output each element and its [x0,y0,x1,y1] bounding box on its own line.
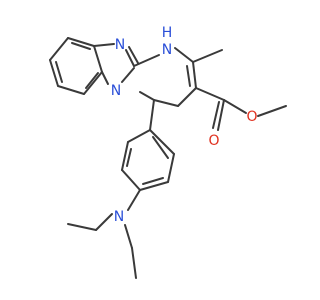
bond [192,61,197,89]
bond [212,101,220,129]
atom-o-carbonyl: O [208,133,219,149]
bond [85,72,99,89]
bond [83,71,103,95]
bond [142,177,164,185]
bond [131,247,137,279]
atom-n-bridge: N [111,83,121,99]
bond [57,85,85,95]
atom-n-imine: N [115,37,125,53]
bond [49,59,59,87]
bond [152,136,169,159]
atom-label-layer: N H N N O O N [111,25,258,225]
bond [128,46,139,64]
bond [257,105,287,117]
bond [149,99,155,131]
bond [177,87,197,107]
bond [223,99,247,114]
bond [121,141,129,171]
bond [93,43,115,47]
bond [174,47,194,63]
bond [49,37,69,61]
bond-layer [49,37,287,279]
bond [71,42,91,50]
bond [127,189,141,211]
atom-n-amine: N [114,209,124,225]
bond [127,129,151,143]
bond [139,91,155,101]
atom-h-on-nitrogen: H [162,25,173,41]
bond [93,45,103,73]
bond [217,99,225,131]
bond [167,153,175,183]
bond [133,54,160,67]
bond [153,99,179,107]
bond [139,181,169,191]
bond [67,223,97,231]
bond [186,65,191,87]
bond [125,49,135,67]
bond [126,148,132,167]
structure-canvas: N H N N O O N [49,25,287,279]
molecule-diagram: N H N N O O N [49,25,287,279]
bond [101,71,109,85]
bond [95,213,113,231]
atom-n-h: N [162,42,172,58]
bond [55,61,63,83]
bond [121,67,135,83]
atom-o-ester: O [246,109,257,125]
bond [67,37,95,47]
bond [195,87,225,101]
bond [192,49,223,63]
bond [149,129,175,155]
bond [121,169,141,191]
bond [124,224,133,249]
